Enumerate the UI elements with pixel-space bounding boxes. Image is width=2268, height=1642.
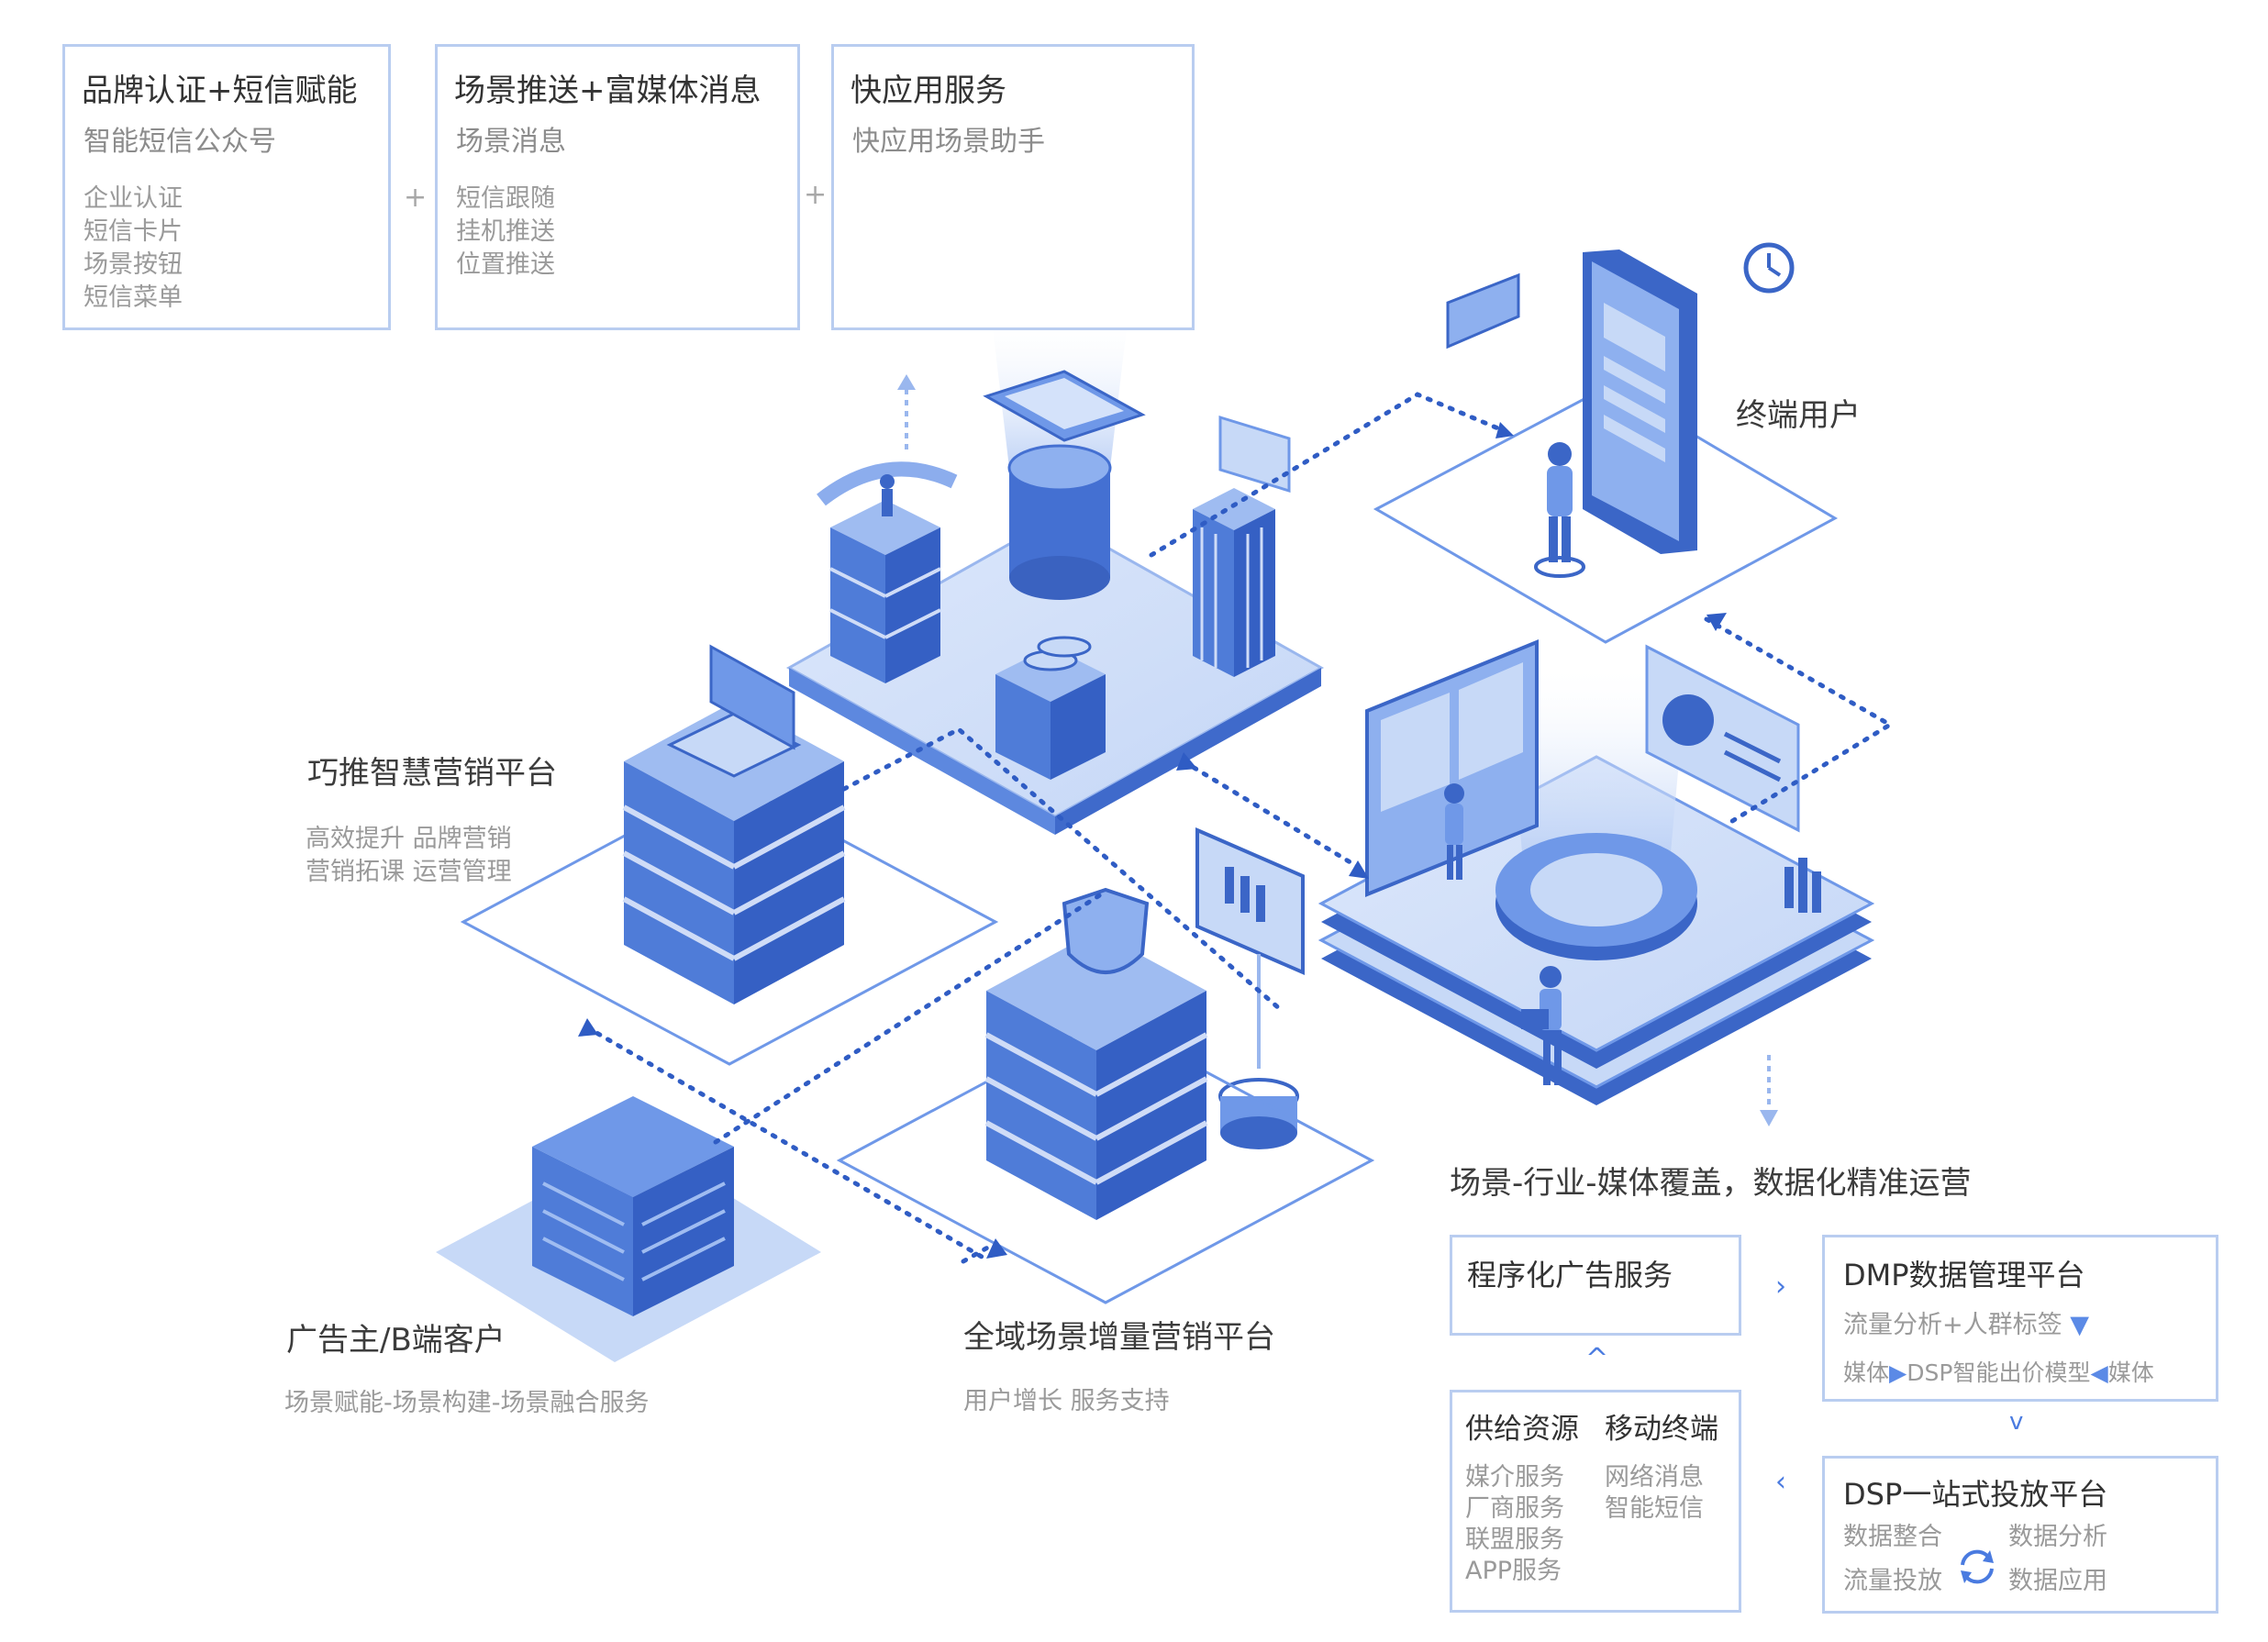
dmp-line1: 流量分析+人群标签 ▼ (1843, 1309, 2089, 1342)
dmp-line2: 媒体▶DSP智能出价模型◀媒体 (1843, 1357, 2154, 1390)
list-item: 场景按钮 (83, 250, 183, 279)
list-item: 联盟服务 (1465, 1526, 1564, 1554)
triangle-right-icon: ▶ (1889, 1359, 1907, 1386)
top-card-scene-push: 场景推送+富媒体消息 场景消息 短信跟随 挂机推送 位置推送 (435, 44, 800, 330)
end-user-platform (1373, 242, 1839, 644)
dotted-connectors (584, 392, 1895, 1264)
qiaotui-desc: 高效提升 品牌营销 营销拓课 运营管理 (306, 823, 512, 889)
supply-title-b: 移动终端 (1605, 1413, 1718, 1446)
dsp-card: DSP一站式投放平台 数据整合 数据分析 流量投放 数据应用 (1822, 1456, 2218, 1614)
qiaotui-line: 高效提升 品牌营销 (306, 825, 512, 853)
quanyu-title: 全域场景增量营销平台 (963, 1319, 1275, 1356)
list-item: 短信卡片 (83, 217, 183, 246)
dsp-item: 数据分析 (2008, 1523, 2107, 1551)
list-item: APP服务 (1465, 1557, 1562, 1585)
plus-sign-1: + (404, 182, 428, 214)
card-subtitle: 场景消息 (456, 126, 566, 158)
chevron-up-icon: ^ (1585, 1343, 1609, 1375)
chevron-left-icon: ‹ (1775, 1466, 1786, 1498)
list-item: 位置推送 (456, 250, 555, 279)
card-subtitle: 快应用场景助手 (852, 126, 1045, 158)
chevron-right-icon: › (1775, 1270, 1786, 1303)
dmp-media-b: 媒体 (2107, 1359, 2154, 1386)
dsp-item: 数据应用 (2008, 1567, 2107, 1595)
end-user-label: 终端用户 (1736, 397, 1861, 434)
connector-arrowheads (578, 422, 1727, 1259)
coverage-title: 场景-行业-媒体覆盖，数据化精准运营 (1450, 1165, 1972, 1202)
list-item: 企业认证 (83, 184, 183, 213)
qiaotui-server (460, 644, 999, 1066)
dsp-item: 数据整合 (1843, 1523, 1942, 1551)
top-card-brand: 品牌认证+短信赋能 智能短信公众号 企业认证 短信卡片 场景按钮 短信菜单 (62, 44, 391, 330)
quanyu-server (836, 887, 1375, 1304)
list-item: 厂商服务 (1465, 1494, 1564, 1523)
dsp-item: 流量投放 (1843, 1567, 1942, 1595)
triangle-left-icon: ◀ (2090, 1359, 2108, 1386)
dmp-model: DSP智能出价模型 (1907, 1359, 2091, 1386)
advertiser-subtitle: 场景赋能-场景构建-场景融合服务 (284, 1389, 650, 1417)
top-card-quick-app: 快应用服务 快应用场景助手 (831, 44, 1195, 330)
quanyu-subtitle: 用户增长 服务支持 (963, 1387, 1170, 1415)
card-title: 快应用服务 (850, 72, 1006, 109)
card-title: DMP数据管理平台 (1843, 1258, 2085, 1293)
list-item: 媒介服务 (1465, 1463, 1564, 1492)
card-item-list: 企业认证 短信卡片 场景按钮 短信菜单 (83, 183, 183, 315)
qiaotui-title: 巧推智慧营销平台 (307, 755, 557, 792)
list-item: 短信菜单 (83, 283, 183, 312)
supply-col-a: 媒介服务 厂商服务 联盟服务 APP服务 (1465, 1462, 1564, 1587)
card-title: 程序化广告服务 (1467, 1258, 1673, 1293)
advertiser-building (436, 1096, 821, 1362)
programmatic-card: 程序化广告服务 (1450, 1235, 1741, 1336)
chevron-down-icon: v (2009, 1408, 2024, 1436)
card-title: 场景推送+富媒体消息 (454, 72, 762, 109)
qiaotui-line: 营销拓课 运营管理 (306, 858, 512, 886)
list-item: 短信跟随 (456, 184, 555, 213)
supply-card: 供给资源 移动终端 媒介服务 厂商服务 联盟服务 APP服务 网络消息 智能短信 (1450, 1390, 1741, 1613)
refresh-cycle-icon (1961, 1549, 1994, 1584)
data-platform (1195, 639, 1875, 1149)
card-title: DSP一站式投放平台 (1843, 1477, 2108, 1512)
plus-sign-2: + (804, 179, 828, 211)
triangle-down-icon: ▼ (2070, 1311, 2089, 1339)
dmp-card: DMP数据管理平台 流量分析+人群标签 ▼ 媒体▶DSP智能出价模型◀媒体 (1822, 1235, 2218, 1402)
advertiser-title: 广告主/B端客户 (286, 1322, 506, 1359)
list-item: 智能短信 (1605, 1494, 1704, 1523)
card-title: 品牌认证+短信赋能 (82, 72, 358, 109)
card-subtitle: 智能短信公众号 (83, 126, 276, 158)
card-item-list: 短信跟随 挂机推送 位置推送 (456, 183, 555, 282)
list-item: 网络消息 (1605, 1463, 1704, 1492)
dmp-line1-text: 流量分析+人群标签 (1843, 1311, 2062, 1339)
supply-title-a: 供给资源 (1465, 1413, 1579, 1446)
upper-platform (785, 312, 1325, 835)
supply-col-b: 网络消息 智能短信 (1605, 1462, 1704, 1525)
list-item: 挂机推送 (456, 217, 555, 246)
dmp-media-a: 媒体 (1843, 1359, 1890, 1386)
